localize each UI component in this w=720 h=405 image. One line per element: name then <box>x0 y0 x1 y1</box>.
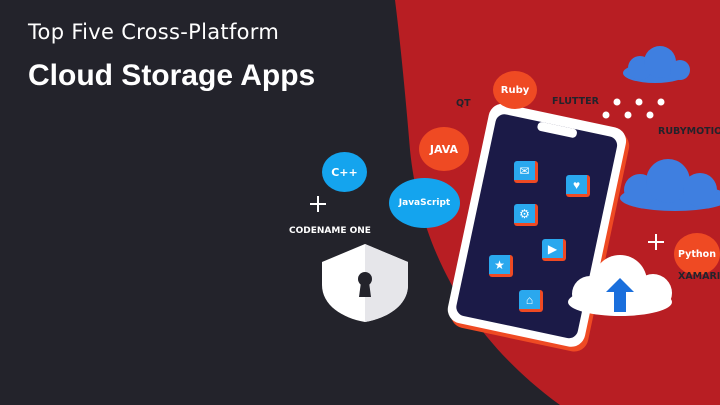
javascript-bubble: JavaScript <box>389 178 460 228</box>
python-bubble: Python <box>674 233 720 275</box>
java-bubble: JAVA <box>419 127 469 171</box>
xamarin-label: XAMARI <box>678 271 720 282</box>
home-icon: ⌂ <box>519 290 543 312</box>
gear-icon: ⚙ <box>514 204 538 226</box>
heart-icon: ♥ <box>566 175 590 197</box>
cpp-bubble: C++ <box>322 152 367 192</box>
cloud-icon <box>623 46 690 83</box>
shield-lock-icon <box>322 244 408 322</box>
ruby-label: Ruby <box>500 84 530 96</box>
javascript-label: JavaScript <box>398 198 451 208</box>
ruby-bubble: Ruby <box>493 71 537 109</box>
java-label: JAVA <box>429 142 459 156</box>
decorative-dots <box>602 98 665 119</box>
upload-cloud <box>568 255 672 316</box>
cloud-icon <box>620 159 720 211</box>
page-title: Cloud Storage Apps <box>28 59 316 92</box>
play-icon: ▶ <box>542 239 566 261</box>
qt-label: QT <box>456 98 471 109</box>
star-icon: ★ <box>489 255 513 277</box>
flutter-label: FLUTTER <box>552 96 599 107</box>
plus-icon <box>648 234 664 250</box>
upload-arrow-icon <box>606 278 634 312</box>
cpp-label: C++ <box>331 165 358 179</box>
python-label: Python <box>678 248 716 260</box>
keyhole-icon <box>358 272 372 297</box>
plus-icon <box>310 196 326 212</box>
codename-one-label: CODENAME ONE <box>289 226 371 236</box>
title-line1: Top Five Cross-Platform <box>28 20 280 44</box>
rubymotion-label: RUBYMOTION <box>658 126 720 137</box>
mail-icon: ✉ <box>514 161 538 183</box>
